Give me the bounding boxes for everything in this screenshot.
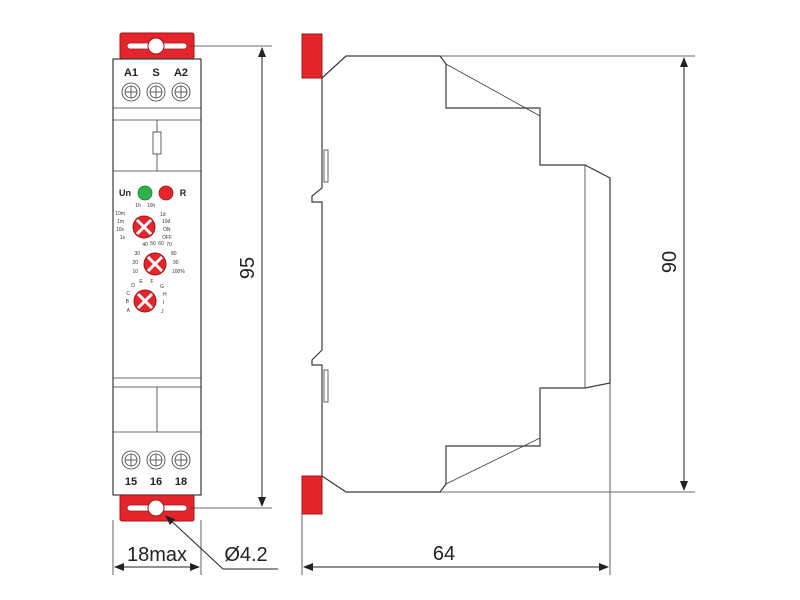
svg-text:D: D xyxy=(131,283,135,289)
time-range-knob[interactable]: 10m 1m 10s 1s 1h 10h 1d 10d ON OFF xyxy=(115,203,172,241)
svg-text:J: J xyxy=(161,309,164,315)
svg-text:C: C xyxy=(126,291,130,297)
dimension-height-95: 95 xyxy=(190,45,272,509)
screw-terminal-15 xyxy=(121,450,141,470)
dimension-height-90: 90 xyxy=(440,55,695,493)
led-relay-red xyxy=(158,185,174,201)
svg-text:10: 10 xyxy=(132,269,138,275)
percent-knob[interactable]: 40 50 60 70 30 20 10 80 90 100% xyxy=(132,241,185,276)
svg-text:60: 60 xyxy=(158,241,164,247)
screw-terminal-s xyxy=(146,82,166,102)
dimension-width-18max: 18max xyxy=(112,520,202,575)
svg-text:OFF: OFF xyxy=(162,235,172,241)
svg-text:10d: 10d xyxy=(162,219,171,225)
svg-text:I: I xyxy=(163,300,164,306)
dimension-hole-diameter: Ø4.2 xyxy=(165,515,278,570)
screw-terminal-18 xyxy=(171,450,191,470)
dimension-text-64: 64 xyxy=(433,543,455,565)
svg-text:1d: 1d xyxy=(160,212,166,218)
svg-text:50: 50 xyxy=(150,241,156,247)
dimension-text-hole: Ø4.2 xyxy=(224,544,267,566)
bottom-mounting-clip xyxy=(119,494,195,522)
terminal-label-18: 18 xyxy=(175,476,187,488)
dimension-text-95: 95 xyxy=(237,257,259,279)
screw-terminal-16 xyxy=(146,450,166,470)
svg-text:H: H xyxy=(163,292,167,298)
terminal-label-16: 16 xyxy=(150,476,162,488)
svg-text:10s: 10s xyxy=(116,227,125,233)
svg-text:100%: 100% xyxy=(172,269,185,275)
front-view: A1 S A2 Un R 10m 1m xyxy=(112,32,202,522)
svg-text:90: 90 xyxy=(173,260,179,266)
dimension-text-18max: 18max xyxy=(127,544,187,566)
side-top-clip xyxy=(301,33,323,79)
svg-text:ON: ON xyxy=(163,227,171,233)
led-power-label: Un xyxy=(119,188,131,198)
terminal-label-a1: A1 xyxy=(124,67,138,79)
terminal-label-s: S xyxy=(152,67,159,79)
svg-text:A: A xyxy=(127,308,131,314)
svg-text:F: F xyxy=(150,279,153,285)
svg-text:E: E xyxy=(139,279,143,285)
svg-text:80: 80 xyxy=(171,251,177,257)
led-relay-label: R xyxy=(180,188,187,198)
svg-text:20: 20 xyxy=(132,260,138,266)
svg-text:30: 30 xyxy=(134,251,140,257)
side-bottom-clip xyxy=(301,475,323,515)
top-mounting-clip xyxy=(119,32,195,60)
dimension-depth-64: 64 xyxy=(301,383,611,575)
svg-text:1s: 1s xyxy=(120,235,126,241)
svg-text:1m: 1m xyxy=(117,219,124,225)
svg-text:B: B xyxy=(126,299,130,305)
terminal-label-a2: A2 xyxy=(174,67,188,79)
svg-text:G: G xyxy=(160,284,164,290)
top-screw-terminals xyxy=(121,82,191,102)
dimension-text-90: 90 xyxy=(659,251,681,273)
svg-text:10h: 10h xyxy=(147,203,156,209)
function-knob[interactable]: C B A D E F G H I J xyxy=(126,279,167,315)
svg-text:1h: 1h xyxy=(135,203,141,209)
side-view xyxy=(301,33,611,515)
svg-text:70: 70 xyxy=(166,242,172,248)
terminal-label-15: 15 xyxy=(125,476,137,488)
bottom-screw-terminals xyxy=(121,450,191,470)
svg-text:10m: 10m xyxy=(115,211,125,217)
svg-text:40: 40 xyxy=(142,242,148,248)
screw-terminal-a1 xyxy=(121,82,141,102)
screw-terminal-a2 xyxy=(171,82,191,102)
led-power-green xyxy=(137,185,153,201)
